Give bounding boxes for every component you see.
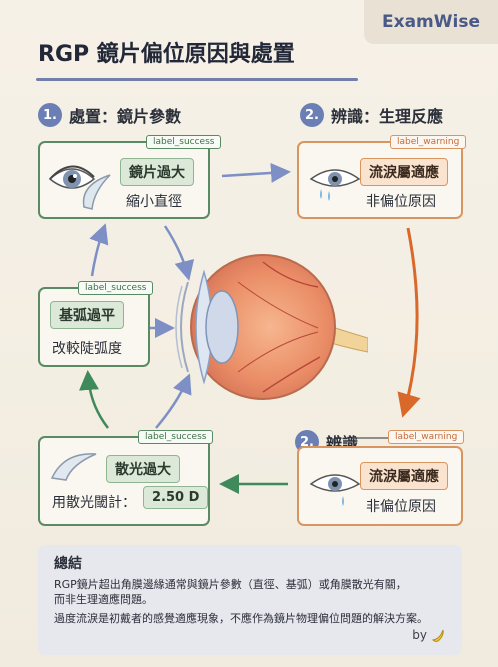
summary-line-3: 過度流淚是初戴者的感覺適應現象，不應作為鏡片物理偏位問題的解決方案。 bbox=[54, 612, 428, 625]
arrow-astig-to-bc bbox=[79, 370, 109, 429]
arrow-bc-to-lens bbox=[89, 223, 109, 277]
sub-reduce-diameter: 縮小直徑 bbox=[126, 194, 182, 210]
sub-toric-threshold: 用散光閾計： bbox=[52, 495, 136, 511]
step-1-number: 1. bbox=[38, 103, 62, 127]
arrow-tearing-top-to-bottom bbox=[397, 227, 421, 418]
summary-box: 總結 RGP鏡片超出角膜邊緣通常與鏡片參數（直徑、基弧）或角膜散光有關， 而非生… bbox=[38, 545, 462, 655]
tear-eye-icon bbox=[309, 169, 361, 201]
step-1-header: 1. 處置：鏡片參數 bbox=[38, 103, 181, 127]
pill-lens-too-large: 鏡片過大 bbox=[120, 158, 194, 186]
summary-title: 總結 bbox=[54, 556, 82, 572]
page-title: RGP 鏡片偏位原因與處置 bbox=[38, 42, 295, 67]
arrow-lens-to-tearing bbox=[221, 162, 291, 183]
tag-tearing-bottom: label_warning bbox=[388, 430, 465, 444]
byline: by bbox=[412, 627, 446, 643]
step-2a-number: 2. bbox=[300, 103, 324, 127]
byline-text: by bbox=[412, 628, 427, 642]
pill-tearing-bottom: 流淚屬適應 bbox=[360, 462, 448, 490]
step-2a-label: 辨識：生理反應 bbox=[331, 107, 444, 126]
sub-steeper-curve: 改較陡弧度 bbox=[52, 341, 122, 357]
summary-line-2: 而非生理適應問題。 bbox=[54, 593, 153, 606]
astigmatism-value: 2.50 D bbox=[143, 486, 209, 509]
lens-icon bbox=[50, 453, 97, 481]
lens-icon bbox=[82, 174, 111, 210]
title-underline bbox=[36, 78, 358, 81]
eye-anatomy-illustration bbox=[175, 254, 368, 400]
tag-tearing-top: label_warning bbox=[390, 135, 467, 149]
brand-logo: ExamWise bbox=[364, 0, 498, 44]
sub-not-decentration-top: 非偏位原因 bbox=[366, 194, 436, 210]
tag-astigmatism-large: label_success bbox=[138, 430, 214, 444]
summary-line-1: RGP鏡片超出角膜邊緣通常與鏡片參數（直徑、基弧）或角膜散光有關， bbox=[54, 578, 407, 591]
tag-base-curve-flat: label_success bbox=[78, 281, 154, 295]
arrow-lens-to-eye bbox=[163, 225, 195, 281]
arrow-astig-to-eye bbox=[155, 373, 192, 429]
pill-astigmatism-large: 散光過大 bbox=[106, 455, 180, 483]
tag-lens-too-large: label_success bbox=[146, 135, 222, 149]
sub-not-decentration-bottom: 非偏位原因 bbox=[366, 499, 436, 515]
eye-icon bbox=[48, 165, 96, 189]
step-2a-header: 2. 辨識：生理反應 bbox=[300, 103, 443, 127]
pill-base-curve-flat: 基弧過平 bbox=[50, 301, 124, 329]
step-1-label: 處置：鏡片參數 bbox=[69, 107, 182, 126]
pill-tearing-top: 流淚屬適應 bbox=[360, 158, 448, 186]
tear-eye-icon bbox=[309, 474, 361, 506]
banana-icon bbox=[431, 629, 444, 642]
